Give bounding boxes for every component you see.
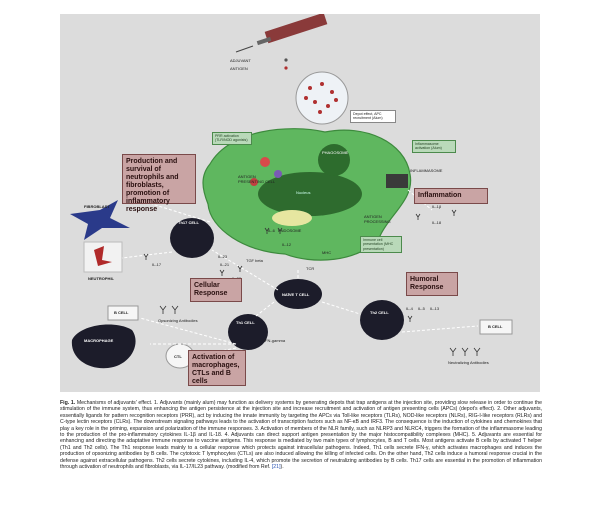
cellular-response-box: Cellular Response	[190, 278, 242, 302]
th1-cell	[228, 314, 268, 350]
immune-presentation-box: Immune cell presentation (MHC presentati…	[360, 236, 402, 254]
antigen-label: ANTIGEN	[230, 66, 248, 71]
caption-label: Fig. 1.	[60, 400, 76, 406]
b-cell-left	[107, 305, 139, 321]
neutrophil-label: NEUTROPHIL	[88, 276, 114, 281]
il4-label: IL-4	[406, 306, 413, 311]
adjuvant-label: ADJUVANT	[230, 58, 251, 63]
antigen-processing-label: ANTIGEN PROCESSING	[364, 214, 391, 224]
caption-ref-link[interactable]: [21]	[271, 464, 281, 471]
syringe-icon	[235, 14, 328, 53]
macrophage-cell	[71, 324, 136, 369]
naive-t-cell	[274, 279, 322, 309]
th17-cell	[170, 218, 214, 258]
figure-mechanisms: ADJUVANT ANTIGEN Depot effect, APC recru…	[60, 14, 540, 392]
endosome	[272, 210, 312, 226]
depot-box: Depot effect, APC recruitment (Alum)	[350, 110, 396, 123]
caption-end: ).	[280, 464, 284, 471]
il17-label: IL-17	[152, 262, 162, 267]
il5-label: IL-5	[418, 306, 425, 311]
adjuvant-particles	[304, 82, 338, 114]
figure-caption: Fig. 1. Mechanisms of adjuvants' effect.…	[60, 400, 542, 470]
depot-droplet	[295, 71, 349, 125]
tcr-label: TCR	[306, 266, 315, 271]
th2-label: Th2 CELL	[370, 310, 389, 315]
endosome-label: ENDOSOME	[278, 228, 302, 233]
nucleus-label: Nucleus	[296, 190, 311, 195]
phagosome-label: PHAGOSOME	[322, 150, 349, 155]
caption-text: Mechanisms of adjuvants' effect. 1. Adju…	[60, 400, 542, 471]
page-header	[60, 0, 540, 6]
il6-label: IL-6	[268, 228, 275, 233]
opsonizing-label: Opsonizing Antibodies	[158, 318, 198, 323]
mhc-label: MHC	[322, 250, 332, 255]
fibroblast-label: FIBROBLAST	[84, 204, 110, 209]
il12-label: IL-12	[282, 242, 292, 247]
il21-label: IL-21	[220, 262, 230, 267]
cytokine-icons	[143, 209, 457, 322]
humoral-response-box: Humoral Response	[406, 272, 458, 296]
fibroblast-cell	[70, 200, 130, 240]
th1-label: Th1 CELL	[236, 320, 255, 325]
inflammasome-activation-box: Inflammasome activation (Alum)	[412, 140, 456, 153]
naive-label: NAÏVE T CELL	[282, 292, 310, 297]
ifn-label: IFN-gamma	[264, 338, 286, 343]
il13-label: IL-13	[430, 306, 440, 311]
b-cell-left-label: B CELL	[114, 310, 129, 315]
antibody-icons	[159, 305, 481, 356]
nucleus	[258, 172, 362, 216]
inflammasome-complex	[386, 174, 408, 188]
ctl-label: CTL	[174, 354, 182, 359]
il18-label: IL-18	[432, 220, 442, 225]
figure-drawing	[70, 14, 513, 369]
neutralizing-label: Neutralizing Antibodies	[448, 360, 489, 365]
th2-cell	[360, 300, 404, 340]
b-cell-right	[479, 319, 513, 335]
macrophage-label: MACROPHAGE	[84, 338, 114, 343]
inflammasome-label: INFLAMMASOME	[410, 168, 443, 173]
production-box: Production and survival of neutrophils a…	[122, 154, 196, 213]
phagosome	[318, 144, 350, 176]
il23-label: IL-23	[218, 254, 228, 259]
tgf-label: TGF beta	[246, 258, 263, 263]
th17-label: Th17 CELL	[178, 220, 199, 225]
il1b-label: IL-1β	[432, 204, 442, 209]
activation-box: Activation of macrophages, CTLs and B ce…	[188, 350, 246, 386]
prr-box: PRR activation (TLR/NOD agonists)	[212, 132, 252, 145]
apc-label: ANTIGEN PRESENTING CELL	[238, 174, 276, 184]
b-cell-right-label: B CELL	[488, 324, 503, 329]
inflammation-box: Inflammation	[414, 188, 488, 204]
